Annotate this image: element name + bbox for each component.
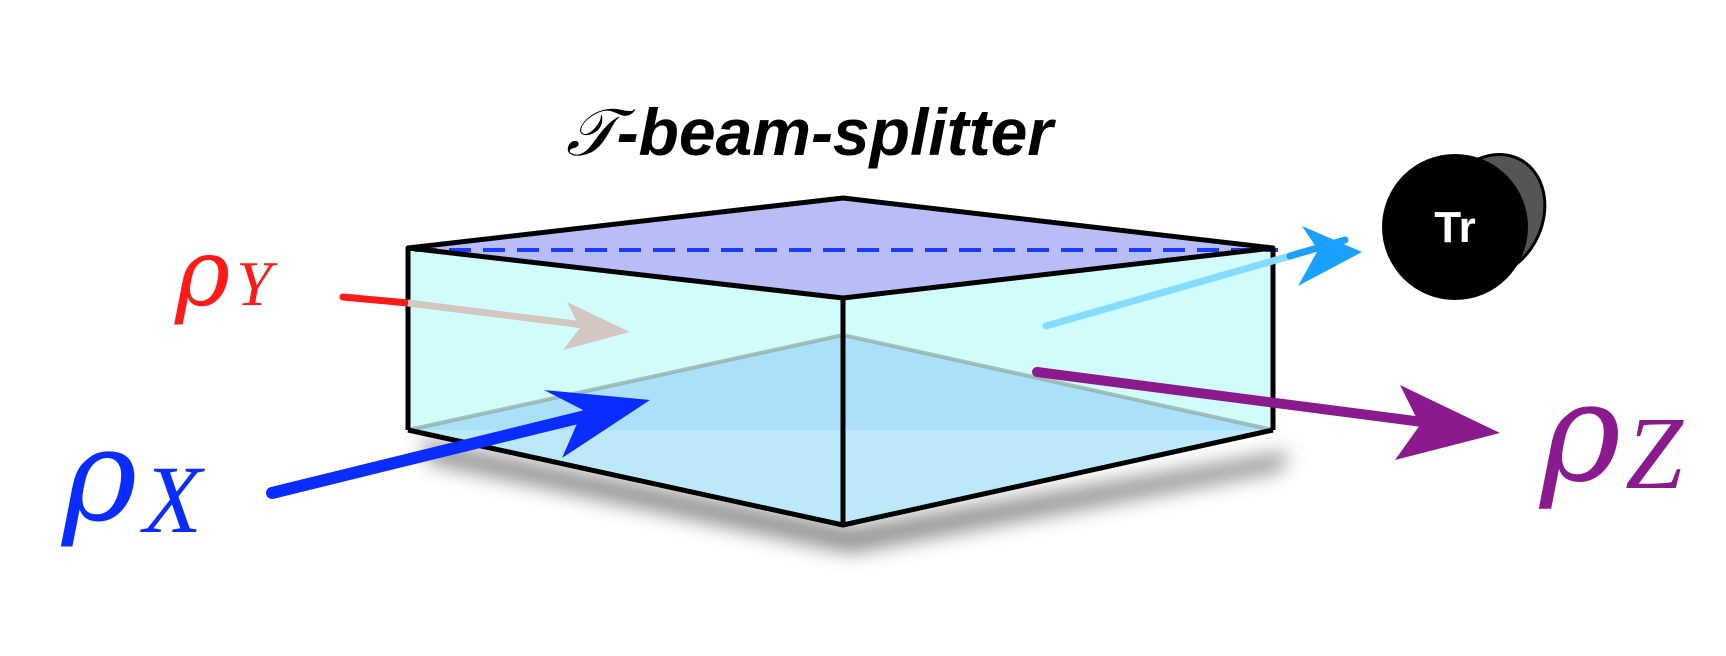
rho-y-rho: ρ [174, 219, 230, 328]
rho-y-label: ρY [174, 219, 278, 328]
rho-z-subscript: Z [1625, 396, 1684, 511]
trace-disc: Tr [1382, 152, 1547, 300]
trace-label: Tr [1434, 203, 1476, 252]
rho-z-rho: ρ [1538, 352, 1621, 513]
rho-z-arrow [1032, 367, 1500, 460]
rho-x-label: ρX [60, 402, 205, 553]
diagram-title: 𝒯-beam-splitter [566, 94, 1056, 171]
box-edges [405, 195, 1276, 528]
rho-y-subscript: Y [236, 248, 278, 319]
title-text: -beam-splitter [617, 95, 1057, 169]
rho-z-label: ρZ [1538, 352, 1684, 513]
rho-x-arrow [266, 390, 650, 499]
rho-y-arrow [339, 293, 630, 350]
rho-x-subscript: X [139, 446, 205, 553]
box-shadow [420, 440, 1290, 552]
rho-x-rho: ρ [60, 402, 137, 551]
traced-arrow [1042, 226, 1362, 330]
